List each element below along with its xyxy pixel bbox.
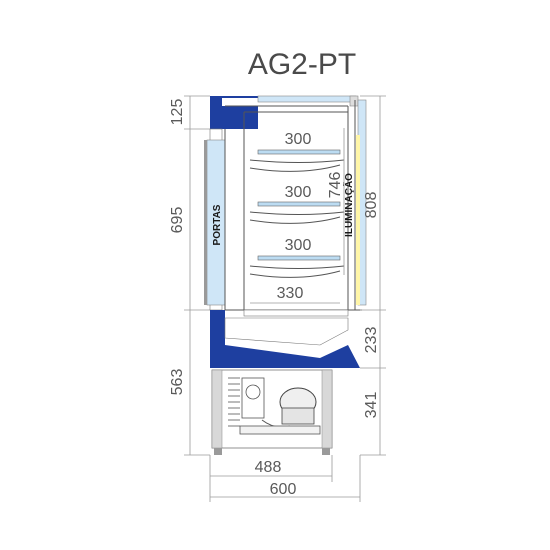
doors-label: PORTAS: [212, 204, 223, 245]
lighting-column: [356, 99, 367, 306]
shelf-bottom: [249, 255, 345, 278]
tank-height-dim: 233: [363, 327, 380, 354]
shelf-bottom-dim: 300: [285, 237, 312, 254]
dim-top-band: 125: [169, 99, 186, 126]
lighting-label: ILUMINAÇÃO: [342, 173, 355, 237]
dim-door-height: 695: [169, 207, 186, 234]
total-width-dim: 600: [270, 481, 297, 498]
door-panel: [204, 128, 226, 311]
page-title: AG2-PT: [248, 48, 356, 81]
shelf-middle: [249, 201, 345, 224]
inner-width-dim: 488: [255, 459, 282, 476]
left-dimension-lines: [184, 95, 210, 456]
shelf-top: [249, 149, 345, 172]
right-dimension-lines: [360, 95, 386, 456]
shelf-middle-dim: 300: [285, 184, 312, 201]
dim-base-height: 563: [169, 369, 186, 396]
machine-height-dim: 341: [363, 392, 380, 419]
total-right-dim: 808: [363, 192, 380, 219]
interior-height-dim: 746: [327, 172, 344, 199]
top-canopy: [210, 95, 359, 129]
bottom-dimension-lines: [209, 455, 361, 502]
base-shelf-dim: 330: [277, 285, 304, 302]
machine-compartment: [211, 369, 333, 455]
base-tank: [210, 309, 360, 368]
shelf-top-dim: 300: [285, 131, 312, 148]
